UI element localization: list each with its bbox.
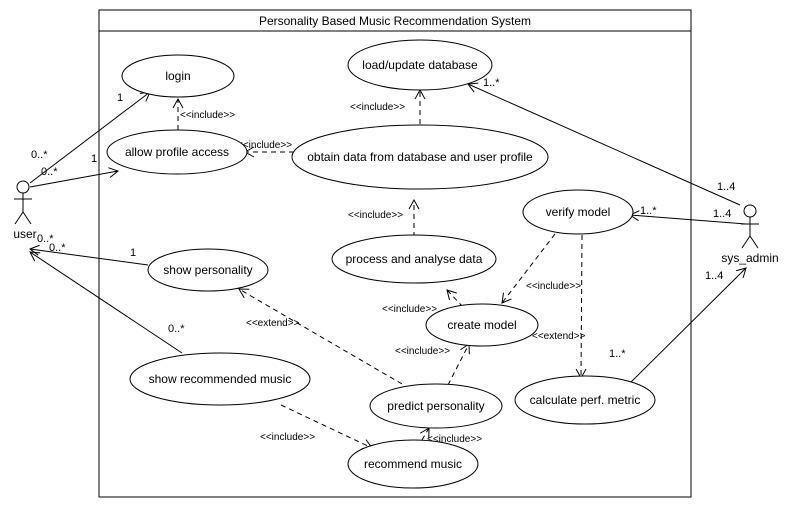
assoc-admin-verify [628, 210, 747, 225]
assoc-user-allow-profile [29, 167, 120, 188]
mult-admin-verify-uc: 1..* [640, 205, 657, 217]
label-include-allow-login: <<include>> [180, 110, 235, 121]
mult-user-login-user: 0..* [31, 149, 48, 161]
use-case-predict-personality[interactable]: predict personality [369, 383, 503, 429]
dep-recommend-predict [419, 427, 430, 441]
svg-text:create model: create model [447, 318, 516, 332]
system-title: Personality Based Music Recommendation S… [259, 14, 531, 28]
use-case-obtain-data[interactable]: obtain data from database and user profi… [291, 124, 549, 190]
multiplicity-labels: 1 0..* 1 0..* 0..* 1 0..* 0..* 1..* 1..4… [31, 77, 735, 360]
dependencies [172, 88, 587, 450]
label-include-process-obtain: <<include>> [348, 210, 403, 221]
svg-text:load/update database: load/update database [362, 58, 478, 72]
use-case-show-personality[interactable]: show personality [147, 248, 269, 292]
use-case-login[interactable]: login [121, 54, 235, 98]
svg-text:allow profile access: allow profile access [125, 145, 229, 159]
use-case-show-recommended-music[interactable]: show recommended music [129, 352, 311, 406]
mult-user-login-uc: 1 [117, 92, 123, 104]
assoc-user-login [29, 91, 151, 184]
actor-user[interactable]: user [13, 180, 37, 241]
use-case-verify-model[interactable]: verify model [522, 189, 634, 235]
mult-user-showpers-user-a: 0..* [37, 233, 54, 245]
svg-text:show personality: show personality [163, 263, 252, 277]
label-include-create-process: <<include>> [382, 304, 437, 315]
assoc-show-music-user [29, 251, 183, 354]
actor-user-head [16, 180, 30, 194]
label-extend-verify-calc: <<extend>> [532, 331, 586, 342]
label-include-predict-create: <<include>> [395, 346, 450, 357]
actor-sys-admin-head [743, 204, 757, 218]
dep-predict-showpers [238, 288, 403, 385]
dep-verify-calc [575, 234, 587, 380]
svg-text:obtain data from database and: obtain data from database and user profi… [307, 150, 533, 164]
use-case-create-model[interactable]: create model [425, 303, 539, 347]
assoc-admin-load-db [467, 82, 741, 206]
mult-user-allow-user: 0..* [41, 166, 58, 178]
mult-user-showpers-uc: 1 [130, 247, 136, 259]
use-case-allow-profile-access[interactable]: allow profile access [106, 129, 248, 175]
actor-sys-admin-label: sys_admin [721, 251, 778, 265]
label-include-obtain-load: <<include>> [350, 102, 405, 113]
svg-text:verify model: verify model [546, 205, 611, 219]
use-case-process-and-analyse-data[interactable]: process and analyse data [331, 234, 497, 284]
use-case-calculate-perf-metric[interactable]: calculate perf. metric [514, 375, 656, 425]
dep-create-process [446, 289, 464, 308]
label-include-recommend-predict: <<include>> [427, 434, 482, 445]
mult-user-showmusic-uc: 0..* [168, 323, 185, 335]
actor-sys-admin[interactable]: sys_admin [721, 204, 779, 265]
use-case-recommend-music[interactable]: recommend music [347, 439, 479, 489]
mult-admin-load-uc: 1..* [483, 77, 500, 89]
mult-admin-verify-admin: 1..4 [713, 208, 731, 220]
svg-text:show recommended music: show recommended music [149, 372, 292, 386]
mult-admin-calc-admin: 1..4 [705, 270, 723, 282]
label-include-verify-create: <<include>> [526, 281, 581, 292]
svg-text:recommend music: recommend music [364, 457, 462, 471]
use-cases: login load/update database allow profile… [106, 39, 656, 489]
dep-showmusic-recommend [280, 404, 373, 450]
svg-text:login: login [165, 69, 190, 83]
mult-user-showmusic-user: 0..* [49, 242, 66, 254]
svg-text:process and analyse data: process and analyse data [346, 252, 483, 266]
label-include-showmusic-recommend: <<include>> [260, 432, 315, 443]
mult-admin-calc-uc: 1..* [609, 348, 626, 360]
label-include-obtain-allow: <<include>> [237, 140, 292, 151]
actor-user-label: user [13, 227, 36, 241]
associations [28, 82, 747, 384]
use-case-load-update-database[interactable]: load/update database [347, 39, 493, 91]
svg-text:predict personality: predict personality [387, 399, 484, 413]
dep-predict-create [447, 343, 470, 386]
mult-admin-load-admin: 1..4 [717, 181, 735, 193]
stereotype-labels: <<include>> <<include>> <<include>> <<in… [180, 102, 586, 445]
dep-verify-create [501, 233, 556, 304]
label-extend-predict-showpers: <<extend>> [246, 318, 300, 329]
assoc-calc-admin [629, 267, 747, 384]
mult-user-allow-uc: 1 [91, 153, 97, 165]
assoc-show-personality-user [28, 244, 149, 266]
svg-text:calculate perf. metric: calculate perf. metric [530, 393, 641, 407]
